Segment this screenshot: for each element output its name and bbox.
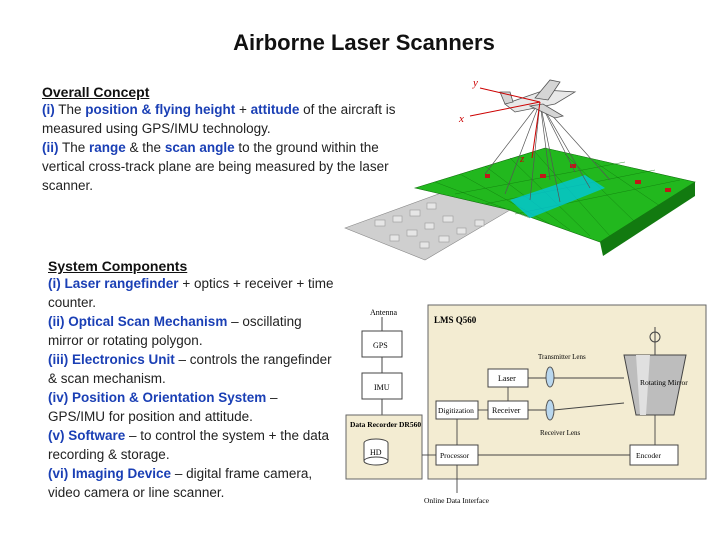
y-axis-label: y <box>472 77 478 89</box>
aircraft <box>499 79 577 119</box>
concept-point-1: (i) The position & flying height + attit… <box>42 100 412 138</box>
building-blocks <box>374 202 485 249</box>
receiver-label: Receiver <box>492 406 521 415</box>
component-item: (vi) Imaging Device – digital frame came… <box>48 464 338 502</box>
concept-text: The <box>58 102 86 117</box>
concept-point-2: (ii) The range & the scan angle to the g… <box>42 138 412 195</box>
system-block-diagram: LMS Q560 Antenna GPS IMU Data Recorder D… <box>340 297 712 507</box>
data-recorder-label: Data Recorder DR560 <box>350 420 421 429</box>
system-components-heading: System Components <box>48 258 188 274</box>
hd-label: HD <box>370 448 382 457</box>
component-name: Electronics Unit <box>72 352 175 367</box>
range-term: range <box>89 140 126 155</box>
component-name: Position & Orientation System <box>72 390 267 405</box>
houses <box>485 164 671 192</box>
component-description: – GPS/IMU for position and attitude. <box>48 390 278 424</box>
component-number: (ii) <box>48 314 65 329</box>
component-name: Optical Scan Mechanism <box>68 314 228 329</box>
component-number: (v) <box>48 428 65 443</box>
imu-label: IMU <box>374 383 390 392</box>
concept-point-2-number: (ii) <box>42 140 59 155</box>
component-item: (iv) Position & Orientation System – GPS… <box>48 388 338 426</box>
position-flying-height-term: position & flying height <box>85 102 236 117</box>
digitization-label: Digitization <box>438 406 474 415</box>
overall-concept-heading: Overall Concept <box>42 84 150 100</box>
hd-disk-bottom <box>363 456 389 466</box>
scan-footprint <box>510 175 605 218</box>
diagram-connectors <box>422 377 656 493</box>
component-number: (iii) <box>48 352 69 367</box>
component-description: – digital frame camera, video camera or … <box>48 466 313 500</box>
laser-label: Laser <box>498 374 516 383</box>
antenna-label: Antenna <box>370 308 398 317</box>
component-description: + optics + receiver + time counter. <box>48 276 334 310</box>
online-data-interface-label: Online Data Interface <box>424 496 490 505</box>
rotating-mirror-label: Rotating Mirror <box>640 378 688 387</box>
transmitter-lens <box>545 366 555 388</box>
component-name: Imaging Device <box>72 466 172 481</box>
component-item: (ii) Optical Scan Mechanism – oscillatin… <box>48 312 338 350</box>
component-item: (i) Laser rangefinder + optics + receive… <box>48 274 338 312</box>
hd-disk-body <box>364 443 388 461</box>
page-title: Airborne Laser Scanners <box>233 30 495 55</box>
gps-label: GPS <box>373 341 388 350</box>
unit-label: LMS Q560 <box>434 315 477 325</box>
concept-text: The <box>62 140 90 155</box>
gps-box <box>361 330 403 358</box>
encoder-label: Encoder <box>636 451 661 460</box>
concept-text: to the ground within the vertical cross-… <box>42 140 389 193</box>
x-axis-label: x <box>458 113 464 125</box>
concept-text: + <box>235 102 251 117</box>
mirror-highlight <box>636 355 650 415</box>
component-item: (iii) Electronics Unit – controls the ra… <box>48 350 338 388</box>
component-description: – to control the system + the data recor… <box>48 428 330 462</box>
component-name: Laser rangefinder <box>64 276 179 291</box>
component-name: Software <box>68 428 126 443</box>
component-number: (vi) <box>48 466 69 481</box>
component-number: (iv) <box>48 390 69 405</box>
system-components-section: System Components (i) Laser rangefinder … <box>48 258 338 502</box>
terrain-side <box>600 182 695 256</box>
coordinate-axes <box>469 87 541 159</box>
processor-label: Processor <box>440 451 470 460</box>
scan-angle-term: scan angle <box>164 140 235 155</box>
receiver-lens <box>545 399 555 421</box>
attitude-term: attitude <box>250 102 300 117</box>
component-item: (v) Software – to control the system + t… <box>48 426 338 464</box>
z-axis-label: z <box>519 153 525 165</box>
transmitter-lens-label: Transmitter Lens <box>538 353 586 361</box>
concept-point-1-number: (i) <box>42 102 55 117</box>
overall-concept-section: Overall Concept (i) The position & flyin… <box>42 84 412 195</box>
component-description: – controls the rangefinder & scan mechan… <box>48 352 332 386</box>
receiver-lens-label: Receiver Lens <box>540 429 581 437</box>
concept-text: & the <box>125 140 165 155</box>
airborne-scan-illustration: y x z <box>344 77 696 261</box>
component-description: – oscillating mirror or rotating polygon… <box>48 314 302 348</box>
component-number: (i) <box>48 276 61 291</box>
concept-text: of the aircraft is measured using GPS/IM… <box>42 102 396 136</box>
